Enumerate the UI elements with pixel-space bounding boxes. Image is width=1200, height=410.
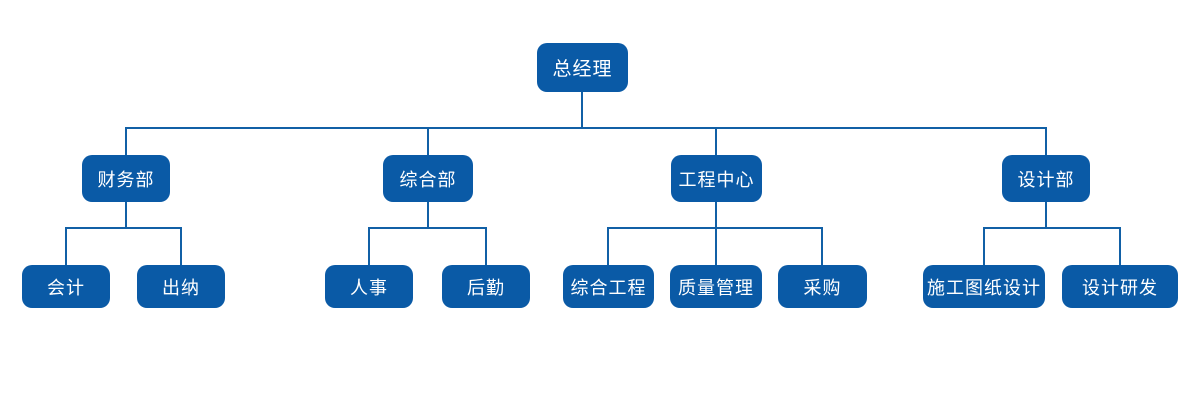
org-node-design-dept: 设计部 bbox=[1002, 155, 1090, 202]
org-node-quality-management: 质量管理 bbox=[670, 265, 762, 308]
connector-drop-general-engineering bbox=[607, 227, 609, 265]
connector-drop-hr bbox=[368, 227, 370, 265]
org-node-procurement: 采购 bbox=[778, 265, 867, 308]
connector-stub-finance-dept bbox=[125, 202, 127, 229]
connector-bus-design-children bbox=[983, 227, 1121, 229]
connector-stub-general-affairs-dept bbox=[427, 202, 429, 229]
org-node-engineering-center: 工程中心 bbox=[671, 155, 762, 202]
connector-drop-construction-drawing-design bbox=[983, 227, 985, 265]
org-node-general-engineering: 综合工程 bbox=[563, 265, 654, 308]
connector-drop-design-dept bbox=[1045, 127, 1047, 155]
connector-bus-finance-children bbox=[65, 227, 182, 229]
connector-stub-engineering-center bbox=[715, 202, 717, 229]
connector-level2-bus bbox=[125, 127, 1047, 129]
org-node-cashier: 出纳 bbox=[137, 265, 225, 308]
connector-drop-quality-management bbox=[715, 227, 717, 265]
org-node-general-affairs-dept: 综合部 bbox=[383, 155, 473, 202]
connector-root-vertical bbox=[581, 92, 583, 129]
connector-drop-logistics bbox=[485, 227, 487, 265]
connector-drop-finance-dept bbox=[125, 127, 127, 155]
connector-drop-cashier bbox=[180, 227, 182, 265]
org-node-finance-dept: 财务部 bbox=[82, 155, 170, 202]
connector-stub-design-dept bbox=[1045, 202, 1047, 229]
org-node-general-manager: 总经理 bbox=[537, 43, 628, 92]
org-node-hr: 人事 bbox=[325, 265, 413, 308]
connector-drop-accounting bbox=[65, 227, 67, 265]
connector-drop-engineering-center bbox=[715, 127, 717, 155]
connector-drop-design-rd bbox=[1119, 227, 1121, 265]
connector-bus-general-affairs-children bbox=[368, 227, 487, 229]
connector-drop-procurement bbox=[821, 227, 823, 265]
org-node-logistics: 后勤 bbox=[442, 265, 530, 308]
org-node-construction-drawing-design: 施工图纸设计 bbox=[923, 265, 1045, 308]
connector-drop-general-affairs-dept bbox=[427, 127, 429, 155]
org-node-design-rd: 设计研发 bbox=[1062, 265, 1178, 308]
org-node-accounting: 会计 bbox=[22, 265, 110, 308]
